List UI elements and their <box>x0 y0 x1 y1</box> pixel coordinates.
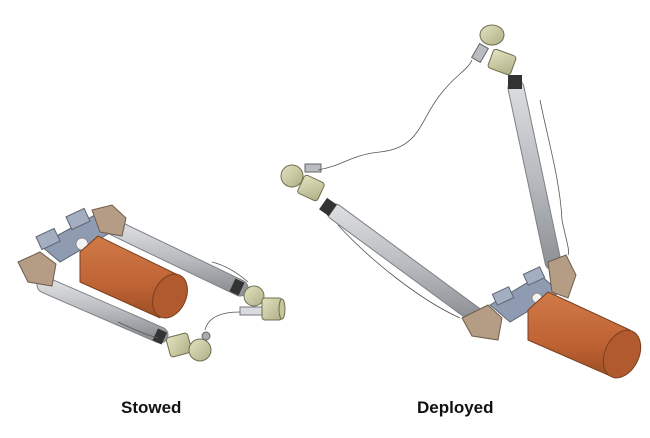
deployed-left-tip-motors <box>280 163 337 217</box>
stowed-assembly <box>17 204 286 362</box>
deployed-right-boom <box>507 79 562 271</box>
stowed-canister <box>75 235 188 319</box>
stowed-upper-boom <box>106 219 249 297</box>
stowed-lower-tip-motors <box>152 328 212 362</box>
deployed-hinge <box>461 254 577 341</box>
deployed-label: Deployed <box>417 398 494 417</box>
stowed-upper-tip-motors <box>229 278 286 321</box>
stowed-lower-boom <box>36 276 169 344</box>
deployed-assembly <box>280 24 642 379</box>
stowed-cables <box>117 261 249 339</box>
deployed-left-boom <box>326 203 484 324</box>
deployed-top-tip-motors <box>470 24 522 89</box>
stowed-hinge <box>17 204 127 287</box>
deployed-canister <box>527 291 642 379</box>
deployed-cables <box>317 59 569 319</box>
stowed-label: Stowed <box>121 398 182 417</box>
